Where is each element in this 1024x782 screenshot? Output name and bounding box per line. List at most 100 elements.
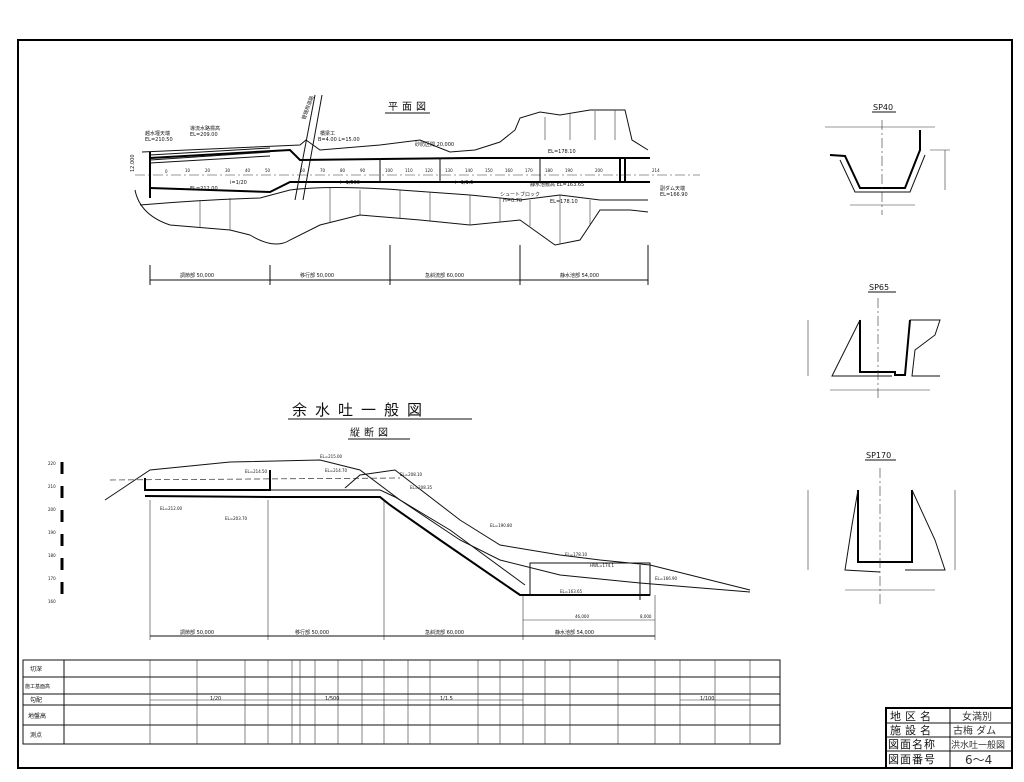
drawing-label: EL=210.50 [145, 137, 173, 143]
drawing-label: 150 [485, 168, 493, 173]
drawing-label: 210 [48, 484, 56, 489]
main-title: 余水吐一般図 [292, 401, 430, 419]
drawing-label: 40 [245, 168, 251, 173]
title-block-value: 古梅 ダム [953, 724, 996, 737]
drawing-label: i=1/1.5 [455, 180, 473, 186]
section-sp170: SP170 [807, 451, 956, 605]
drawing-label: 190 [48, 530, 56, 535]
drawing-label: 1/20 [210, 696, 221, 702]
drawing-label: HWL=174.1 [590, 563, 614, 568]
drawing-label: 橋梁工 [320, 130, 335, 137]
drawing-label: 調節部 50,000 [180, 272, 214, 279]
drawing-label: 160 [48, 599, 56, 604]
drawing-label: 副ダム天端 [660, 185, 685, 192]
drawing-label: SP65 [869, 283, 889, 292]
drawing-label: EL=178.10 [565, 552, 588, 557]
row-label-ground-height: 地盤高 [28, 712, 46, 720]
drawing-label: 190 [565, 168, 573, 173]
title-block-value: 女満別 [962, 710, 992, 723]
drawing-label: 30 [225, 168, 231, 173]
drawing-label: 70 [320, 168, 326, 173]
drawing-label: 180 [48, 553, 56, 558]
drawing-label: EL=208.10 [400, 472, 423, 477]
row-label-station: 測点 [30, 731, 42, 739]
drawing-label: 10 [185, 168, 191, 173]
drawing-label: 200 [595, 168, 603, 173]
drawing-label: 20 [205, 168, 211, 173]
drawing-label: B=4.00 L=15.00 [318, 137, 360, 143]
drawing-label: EL=178.10 [550, 199, 578, 205]
drawing-label: 130 [445, 168, 453, 173]
title-block-label: 図面番号 [888, 753, 936, 766]
drawing-label: 214 [652, 168, 660, 173]
section-sp65: SP65 [807, 283, 941, 400]
drawing-label: 移行部 50,000 [300, 272, 334, 279]
plan-view: 平面図 0 10 20 3 [130, 95, 700, 285]
profile-view: 余水吐一般図 縦断図 220 210 200 190 180 170 160 [48, 401, 751, 640]
drawing-label: 1/500 [325, 696, 339, 702]
drawing-label: EL=209.00 [190, 132, 218, 138]
section-sp40: SP40 [825, 103, 950, 215]
drawing-label: 120 [425, 168, 433, 173]
drawing-label: 60 [300, 168, 306, 173]
row-label-formation-height: 施工基面高 [25, 683, 50, 690]
drawing-label: 越水堰天端 [145, 130, 170, 137]
drawing-label: EL=190.80 [490, 523, 513, 528]
profile-data-table: 切深 施工基面高 勾配 地盤高 測点 1/20 1/500 1/1.5 1/10… [22, 659, 781, 745]
drawing-label: 1/1.5 [440, 696, 453, 702]
title-block-value: 6〜4 [965, 753, 992, 767]
drawing-label: 急斜流部 60,000 [425, 272, 464, 279]
drawing-label: 1/100 [700, 696, 714, 702]
drawing-label: EL=214.50 [245, 469, 268, 474]
drawing-label: 160 [505, 168, 513, 173]
title-block-value: 洪水吐一般図 [951, 739, 1005, 751]
drawing-label: シュートブロック [500, 191, 540, 198]
drawing-label: 静水池部 54,000 [560, 272, 599, 279]
drawing-label: 調節部 50,000 [180, 629, 214, 636]
drawing-label: 管理用道路 [300, 95, 315, 121]
drawing-label: 12.000 [130, 155, 136, 173]
drawing-label: EL=212.00 [190, 186, 218, 192]
title-block-label: 図面名称 [888, 737, 936, 751]
drawing-label: 導流水路標高 [190, 125, 220, 132]
drawing-label: EL=214.70 [325, 468, 348, 473]
drawing-label: 140 [465, 168, 473, 173]
row-label-cut-depth: 切深 [30, 665, 42, 673]
drawing-label: 110 [405, 168, 413, 173]
drawing-label: 静水池部 54,000 [555, 629, 594, 636]
profile-title: 縦断図 [350, 426, 392, 439]
drawing-label: SP40 [873, 103, 893, 112]
title-block-label: 地区名 [890, 709, 935, 723]
drawing-label: 220 [48, 461, 56, 466]
drawing-label: EL=166.90 [660, 192, 688, 198]
drawing-label: 100 [385, 168, 393, 173]
drawing-label: EL=215.00 [320, 454, 343, 459]
drawing-label: 170 [525, 168, 533, 173]
drawing-label: EL=178.10 [548, 149, 576, 155]
drawing-label: 移行部 50,000 [295, 629, 329, 636]
plan-title: 平面図 [388, 101, 430, 113]
drawing-label: 180 [545, 168, 553, 173]
drawing-label: i=1/500 [340, 180, 360, 186]
drawing-label: 170 [48, 576, 56, 581]
sheet-frame [17, 39, 1013, 769]
drawing-label: 90 [360, 168, 366, 173]
row-label-gradient: 勾配 [30, 696, 42, 704]
title-block: 地区名 女満別 施設名 古梅 ダム 図面名称 洪水吐一般図 図面番号 6〜4 [885, 707, 1012, 768]
drawing-label: 8,000 [640, 614, 652, 619]
drawing-label: i=1/20 [230, 180, 247, 186]
drawing-label: 46,000 [575, 614, 589, 619]
drawing-label: 200 [48, 507, 56, 512]
drawing-label: 50 [265, 168, 271, 173]
drawing-label: EL=208.35 [410, 485, 433, 490]
drawing-label: EL=163.65 [560, 589, 583, 594]
drawing-label: 80 [340, 168, 346, 173]
drawing-label: EL=212.00 [160, 506, 183, 511]
drawing-label: 砂防区間 20,000 [415, 141, 454, 148]
drawing-label: 0 [165, 169, 168, 174]
drawing-label: EL=166.90 [655, 576, 678, 581]
drawing-label: H=0.70 [503, 198, 522, 204]
drawing-label: 静水池敷高 EL=163.65 [530, 181, 584, 188]
drawing-label: SP170 [866, 451, 891, 460]
